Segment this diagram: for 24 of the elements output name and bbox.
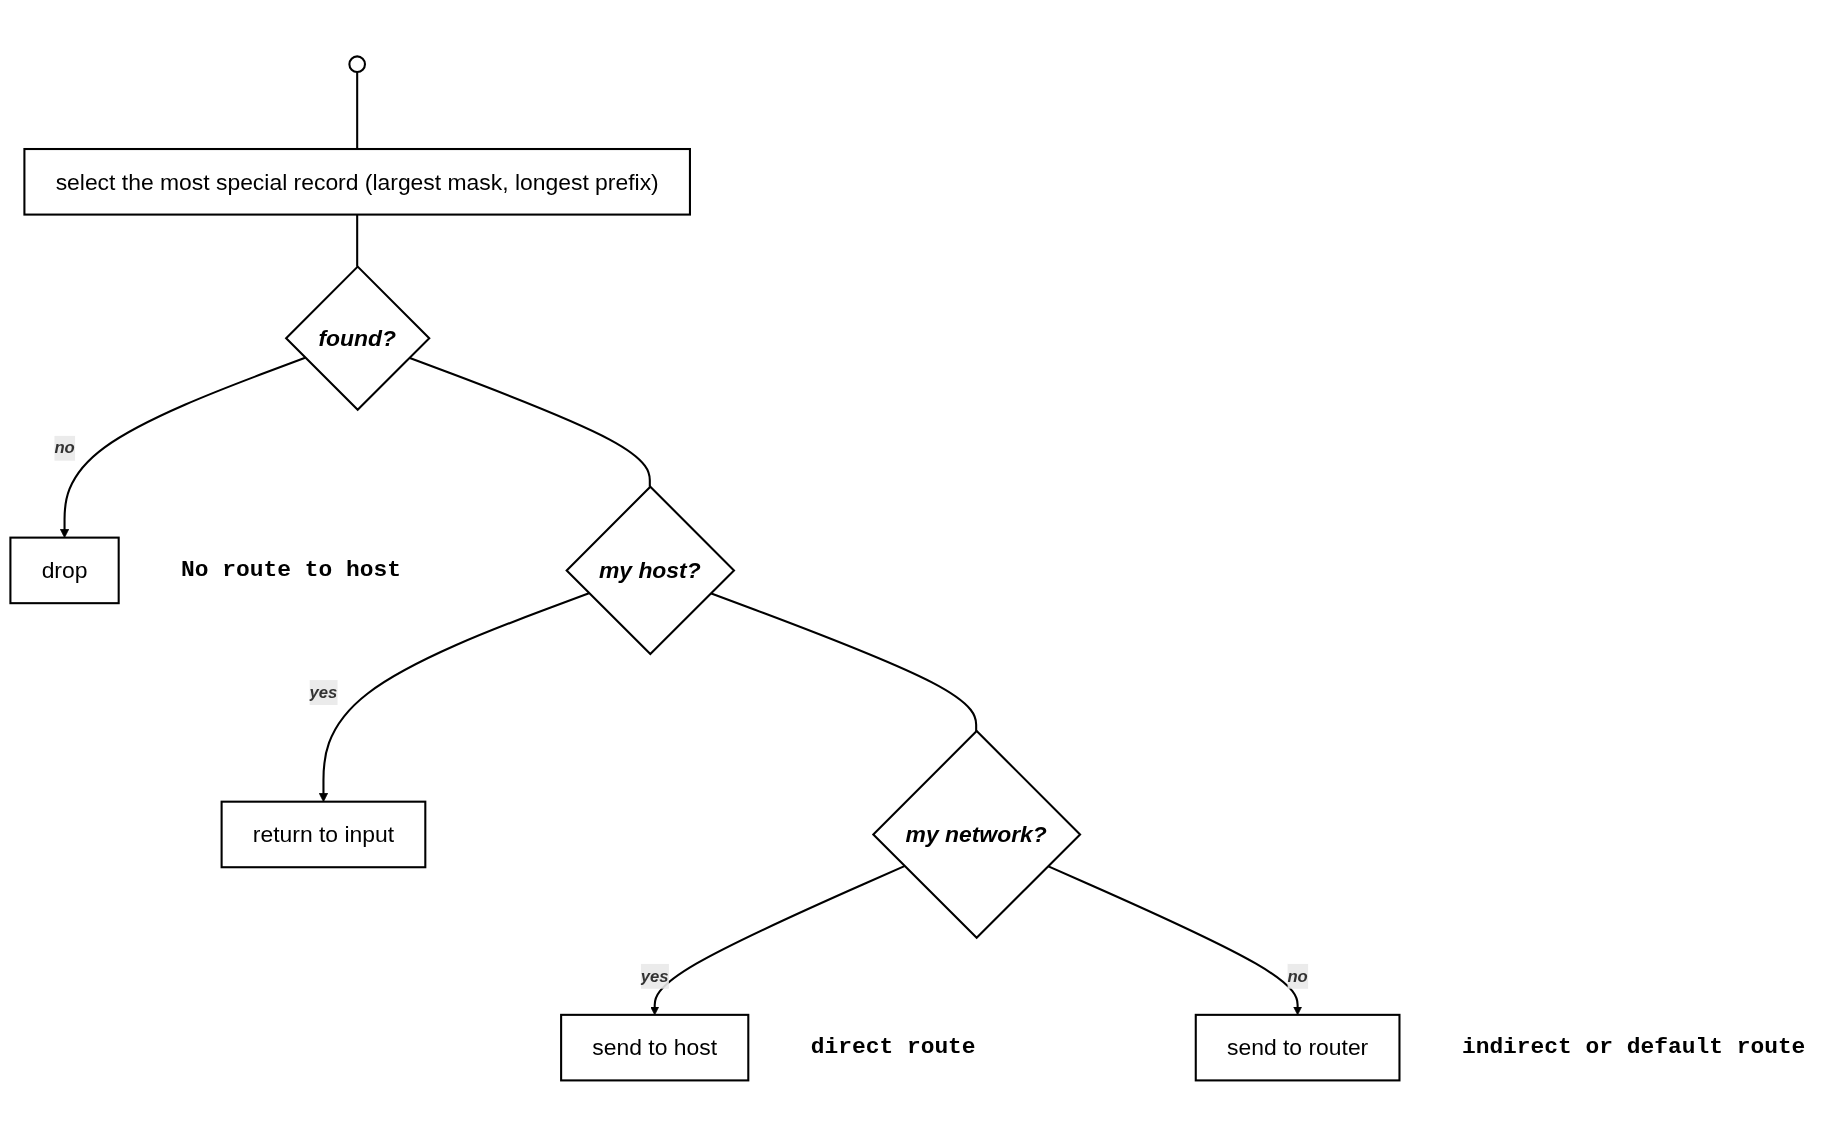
edge-label: no (54, 438, 75, 457)
node-box: select the most special record (largest mask, longest prefix) (23, 147, 691, 216)
node-label: indirect or default route (1461, 1034, 1806, 1061)
node-box: return to input (220, 800, 427, 868)
connector (710, 591, 978, 731)
arrow (59, 356, 306, 538)
node-label: No route to host (181, 556, 401, 583)
node-circle (348, 54, 367, 73)
arrow (1047, 864, 1303, 1015)
node-label: direct route (810, 1034, 976, 1061)
connector (408, 356, 651, 487)
node-box: send to host (560, 1013, 750, 1082)
edge-label: yes (309, 682, 338, 701)
connector (356, 71, 359, 149)
edge-label: yes (640, 966, 669, 985)
edge-label: no (1287, 966, 1308, 985)
arrow (650, 864, 905, 1015)
node-diamond: found? (284, 264, 431, 411)
arrow (318, 591, 590, 802)
node-diamond: my network? (871, 729, 1082, 939)
node-box: drop (9, 536, 120, 604)
connector (356, 214, 359, 267)
node-diamond: my host? (565, 484, 736, 656)
node-box: send to router (1194, 1013, 1401, 1082)
